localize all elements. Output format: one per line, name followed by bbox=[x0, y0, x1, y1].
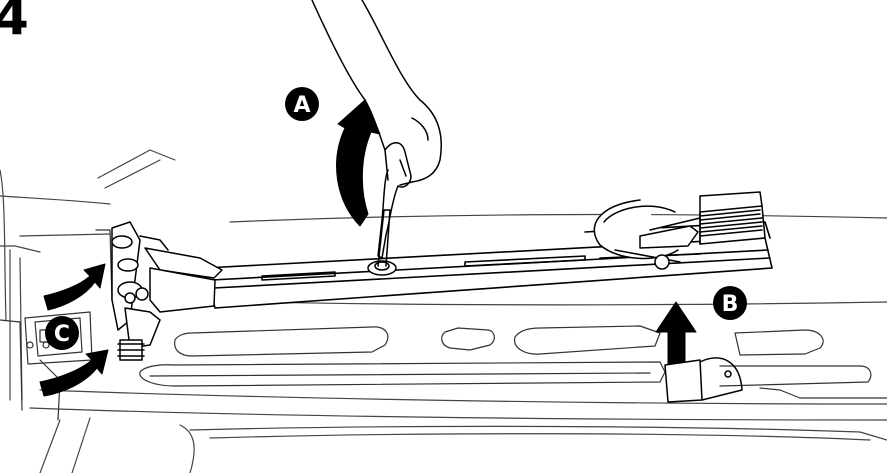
support-post bbox=[665, 358, 742, 402]
front-clamp bbox=[112, 222, 222, 360]
arrow-c-lower bbox=[40, 350, 108, 396]
arrow-a bbox=[337, 100, 380, 226]
arrow-c-upper bbox=[44, 264, 105, 310]
callout-c: C bbox=[45, 316, 79, 350]
roof-grooves bbox=[140, 326, 887, 398]
callout-a: A bbox=[285, 87, 319, 121]
callout-a-label: A bbox=[293, 93, 310, 118]
callout-c-label: C bbox=[54, 322, 70, 347]
callout-b-label: B bbox=[722, 292, 739, 317]
callout-b: B bbox=[713, 286, 747, 320]
